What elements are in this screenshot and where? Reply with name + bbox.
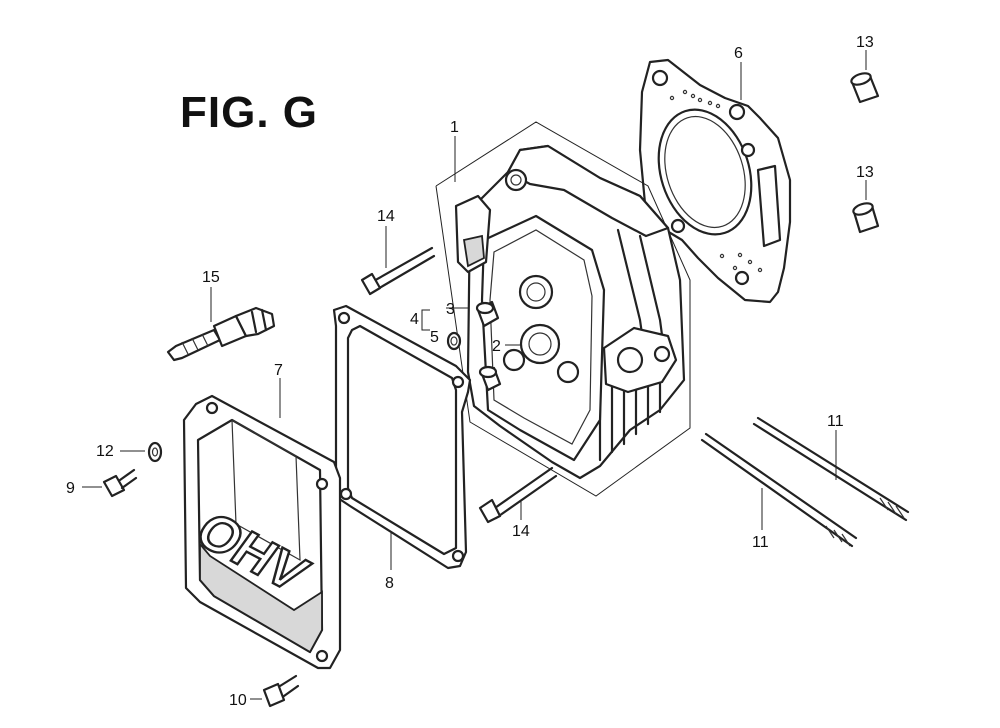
stud-bolt-part-11-upper [752, 416, 910, 522]
label-part-11-upper: 11 [827, 413, 844, 430]
cylinder-head-part-1 [435, 121, 691, 497]
label-part-5: 5 [430, 329, 439, 346]
stud-bolt-part-11-lower [700, 432, 858, 548]
label-part-15: 15 [202, 269, 220, 286]
dowel-pin-part-3 [475, 300, 500, 328]
bolt-part-14-lower [478, 466, 558, 524]
leader-lines [82, 50, 867, 700]
label-part-14-lower: 14 [512, 523, 530, 540]
label-part-1: 1 [450, 119, 459, 136]
rocker-cover-part-7: OHV [182, 394, 342, 670]
bolt-part-9 [102, 468, 138, 498]
part-labels: 1 6 13 13 14 15 3 4 5 2 7 12 9 14 8 10 1… [66, 34, 874, 709]
label-part-4: 4 [410, 311, 419, 328]
label-part-8: 8 [385, 575, 394, 592]
spark-plug-part-15 [166, 306, 276, 362]
dowel-pin-part-2 [478, 365, 502, 392]
label-part-12: 12 [96, 443, 114, 460]
label-part-9: 9 [66, 480, 75, 497]
figure-title: FIG. G [180, 88, 318, 137]
washer-part-12 [147, 441, 163, 463]
dowel-part-13-lower [852, 202, 880, 234]
bolt-part-10 [262, 674, 300, 708]
label-part-2: 2 [492, 338, 501, 355]
label-part-3: 3 [446, 301, 455, 318]
label-part-6: 6 [734, 45, 743, 62]
o-ring-part-5 [446, 331, 462, 351]
label-part-13-upper: 13 [856, 34, 874, 51]
label-part-7: 7 [274, 362, 283, 379]
label-part-10: 10 [229, 692, 247, 709]
bolt-part-14-upper [360, 246, 436, 296]
label-part-11-lower: 11 [752, 534, 769, 551]
label-part-13-lower: 13 [856, 164, 874, 181]
label-part-14-upper: 14 [377, 208, 395, 225]
dowel-part-13-upper [850, 72, 880, 104]
rocker-cover-gasket-part-8 [332, 304, 472, 570]
